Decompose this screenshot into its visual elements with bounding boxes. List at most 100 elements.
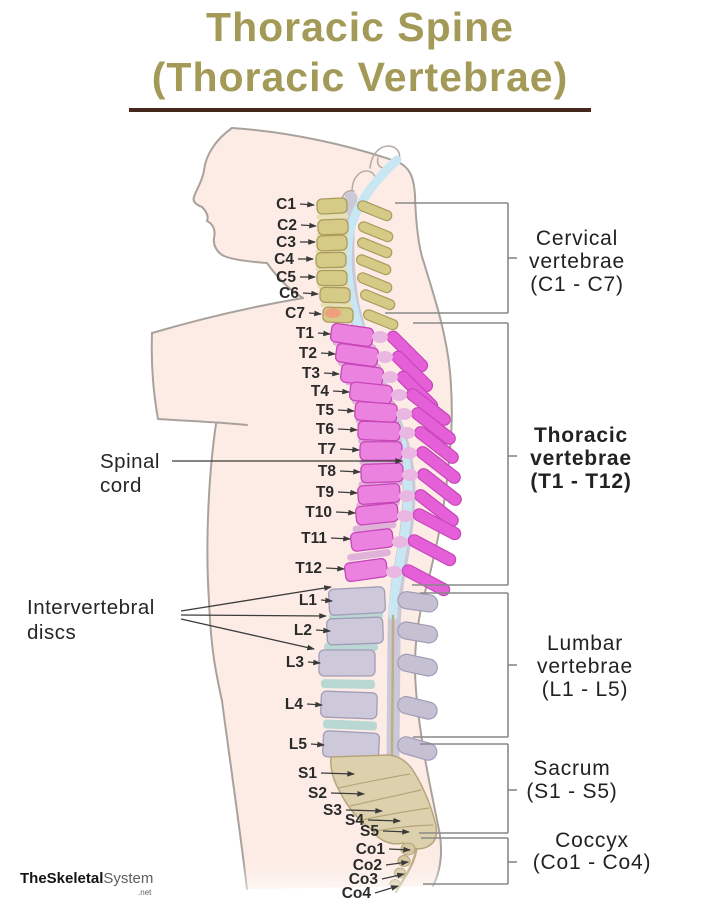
vertebra-leader-T4 [332, 388, 351, 395]
thoracic-process [416, 446, 461, 484]
vertebra-label-S3: S3 [323, 802, 342, 819]
disc-leader [180, 613, 328, 619]
vertebra-label-T5: T5 [316, 402, 334, 419]
region-label-cervical-line3: (C1 - C7) [530, 273, 624, 296]
cervical-vertebra [316, 197, 348, 215]
vertebra-label-Co4: Co4 [342, 885, 372, 902]
lumbar-process [397, 653, 438, 677]
watermark-light: System [103, 870, 154, 887]
thoracic-disc [347, 549, 391, 561]
vertebra-label-T11: T11 [301, 530, 327, 547]
cervical-vertebra [316, 269, 348, 287]
bottom-fade [0, 862, 720, 916]
thoracic-vertebra [359, 441, 403, 461]
lumbar-process [397, 591, 439, 613]
thoracic-pedicle [391, 389, 407, 401]
thoracic-process [414, 489, 459, 527]
thoracic-pedicle [382, 371, 398, 383]
lumbar-disc [322, 719, 378, 731]
spinal-cord-label-line2: cord [100, 474, 142, 497]
vertebra-label-S5: S5 [360, 823, 379, 840]
thoracic-pedicle [386, 566, 402, 578]
sacrum-segment-line [371, 824, 434, 833]
vertebra-leader-T8 [339, 468, 362, 475]
disc-leader [180, 585, 333, 612]
thoracic-vertebra [360, 462, 404, 484]
vertebra-label-S1: S1 [298, 765, 317, 782]
thoracic-vertebra [348, 381, 394, 405]
region-label-lumbar-line1: Lumbar [547, 632, 623, 655]
cervical-process [356, 254, 392, 276]
lumbar-vertebra [318, 649, 376, 677]
vertebra-leader-L4 [306, 701, 324, 708]
vertebra-leader-L5 [310, 741, 326, 748]
vertebra-leader-Co4 [374, 885, 399, 894]
vertebra-label-C5: C5 [276, 269, 296, 286]
vertebra-label-C6: C6 [279, 285, 299, 302]
thoracic-pedicle [402, 469, 418, 481]
title-line-2: (Thoracic Vertebrae) [151, 54, 569, 100]
sacrum-segment-line [337, 773, 411, 789]
vertebra-label-Co1: Co1 [356, 841, 386, 858]
region-label-lumbar-line2: vertebrae [537, 655, 633, 678]
cervical-process [363, 309, 399, 331]
vertebra-leader-T12 [325, 565, 346, 572]
cervical-process [358, 221, 394, 243]
region-label-thoracic-line2: vertebrae [530, 447, 632, 470]
vertebra-leader-C6 [302, 290, 320, 297]
vertebra-leader-L3 [307, 659, 322, 666]
thoracic-disc [352, 521, 397, 533]
vertebra-label-S4: S4 [345, 812, 364, 829]
watermark-tld: .net [138, 888, 152, 897]
thoracic-process [407, 534, 457, 567]
lumbar-vertebra [326, 616, 384, 646]
vertebra-leader-C7 [308, 310, 323, 317]
vertebra-label-T2: T2 [299, 345, 317, 362]
vertebra-label-L2: L2 [294, 622, 312, 639]
vertebra-leader-T6 [337, 426, 359, 433]
vertebra-leader-T7 [339, 446, 361, 453]
vertebra-label-T10: T10 [305, 504, 332, 521]
region-label-sacrum-line1: Sacrum [533, 757, 610, 780]
vertebra-label-T1: T1 [296, 325, 314, 342]
vertebra-label-T3: T3 [302, 365, 320, 382]
vertebra-leader-C1 [299, 201, 316, 208]
thoracic-vertebra [343, 557, 389, 583]
vertebra-label-L1: L1 [299, 592, 317, 609]
vertebra-leader-L2 [315, 627, 332, 634]
region-label-lumbar-line3: (L1 - L5) [542, 678, 629, 701]
thoracic-pedicle [399, 490, 415, 502]
lumbar-process [397, 736, 438, 761]
vertebra-leader-S1 [320, 770, 356, 777]
vertebra-leader-S3 [345, 807, 384, 814]
vertebra-label-C4: C4 [274, 251, 294, 268]
vertebra-label-T9: T9 [316, 484, 334, 501]
intervertebral-discs-label-line1: Intervertebral [27, 596, 155, 619]
lumbar-process [397, 695, 438, 720]
title-line-1: Thoracic Spine [206, 4, 514, 50]
sacrum-segment-line [349, 789, 422, 807]
cervical-vertebra [316, 234, 348, 252]
vertebra-leader-T10 [335, 509, 357, 516]
vertebra-label-C7: C7 [285, 305, 305, 322]
vertebra-leader-Co3 [381, 872, 406, 880]
thoracic-process [414, 426, 459, 464]
vertebra-label-T12: T12 [295, 560, 322, 577]
vertebra-label-C1: C1 [276, 196, 296, 213]
intervertebral-discs-label-line2: discs [27, 621, 76, 644]
watermark-bold: TheSkeletal [20, 870, 104, 887]
thoracic-pedicle [377, 351, 393, 363]
vertebra-leader-Co2 [385, 860, 410, 866]
thoracic-pedicle [392, 536, 408, 548]
vertebra-label-Co2: Co2 [353, 857, 382, 874]
vertebra-leader-C2 [300, 222, 318, 229]
thoracic-process [412, 508, 462, 541]
vertebra-label-T4: T4 [311, 383, 329, 400]
